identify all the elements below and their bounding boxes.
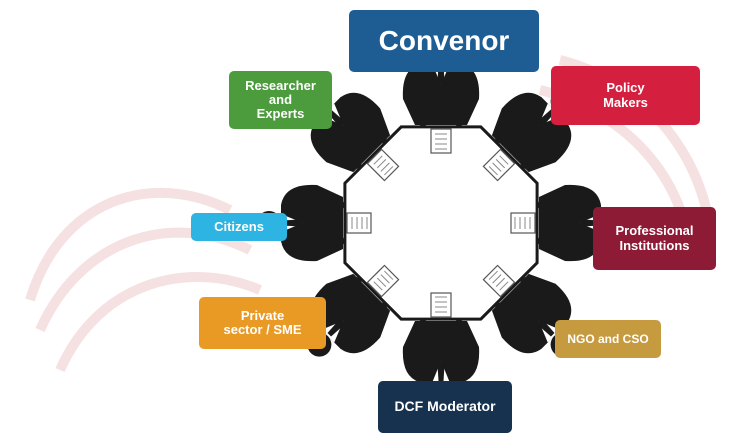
researcher-experts-label: Researcher and Experts: [229, 71, 332, 129]
professional-label-line-1: Professional: [615, 223, 694, 239]
convenor-label: Convenor: [349, 10, 539, 72]
document-icon: [482, 264, 516, 298]
private-sector-label: Private sector / SME: [199, 297, 326, 349]
document-icon: [366, 148, 400, 182]
professional-label-line-2: Institutions: [619, 237, 690, 253]
citizens-label: Citizens: [191, 213, 287, 241]
ngo-label-line: NGO and CSO: [567, 331, 649, 346]
document-icon: [430, 292, 452, 318]
dcf-label-line: DCF Moderator: [394, 398, 496, 415]
document-icon: [482, 148, 516, 182]
private-label-line-1: Private: [240, 307, 285, 323]
document-icon: [346, 212, 372, 234]
convenor-label-line: Convenor: [378, 24, 510, 56]
policy-makers-label-line-2: Makers: [603, 94, 648, 110]
ngo-cso-label: NGO and CSO: [555, 320, 661, 358]
private-label-line-2: sector / SME: [223, 322, 302, 337]
citizens-label-line: Citizens: [214, 218, 264, 234]
document-icon: [366, 264, 400, 298]
researcher-label-line-1: Researcher: [245, 77, 316, 93]
policy-makers-label-line-1: Policy: [606, 80, 645, 96]
round-table: [343, 125, 539, 321]
policy-makers-label: Policy Makers: [551, 66, 700, 125]
researcher-label-line-3: Experts: [256, 106, 305, 122]
professional-institutions-label: Professional Institutions: [593, 207, 716, 270]
document-icon: [510, 212, 536, 234]
dcf-moderator-label: DCF Moderator: [378, 381, 512, 433]
document-icon: [430, 128, 452, 154]
researcher-label-line-2: and: [268, 91, 293, 107]
documents-layer: [346, 128, 536, 318]
